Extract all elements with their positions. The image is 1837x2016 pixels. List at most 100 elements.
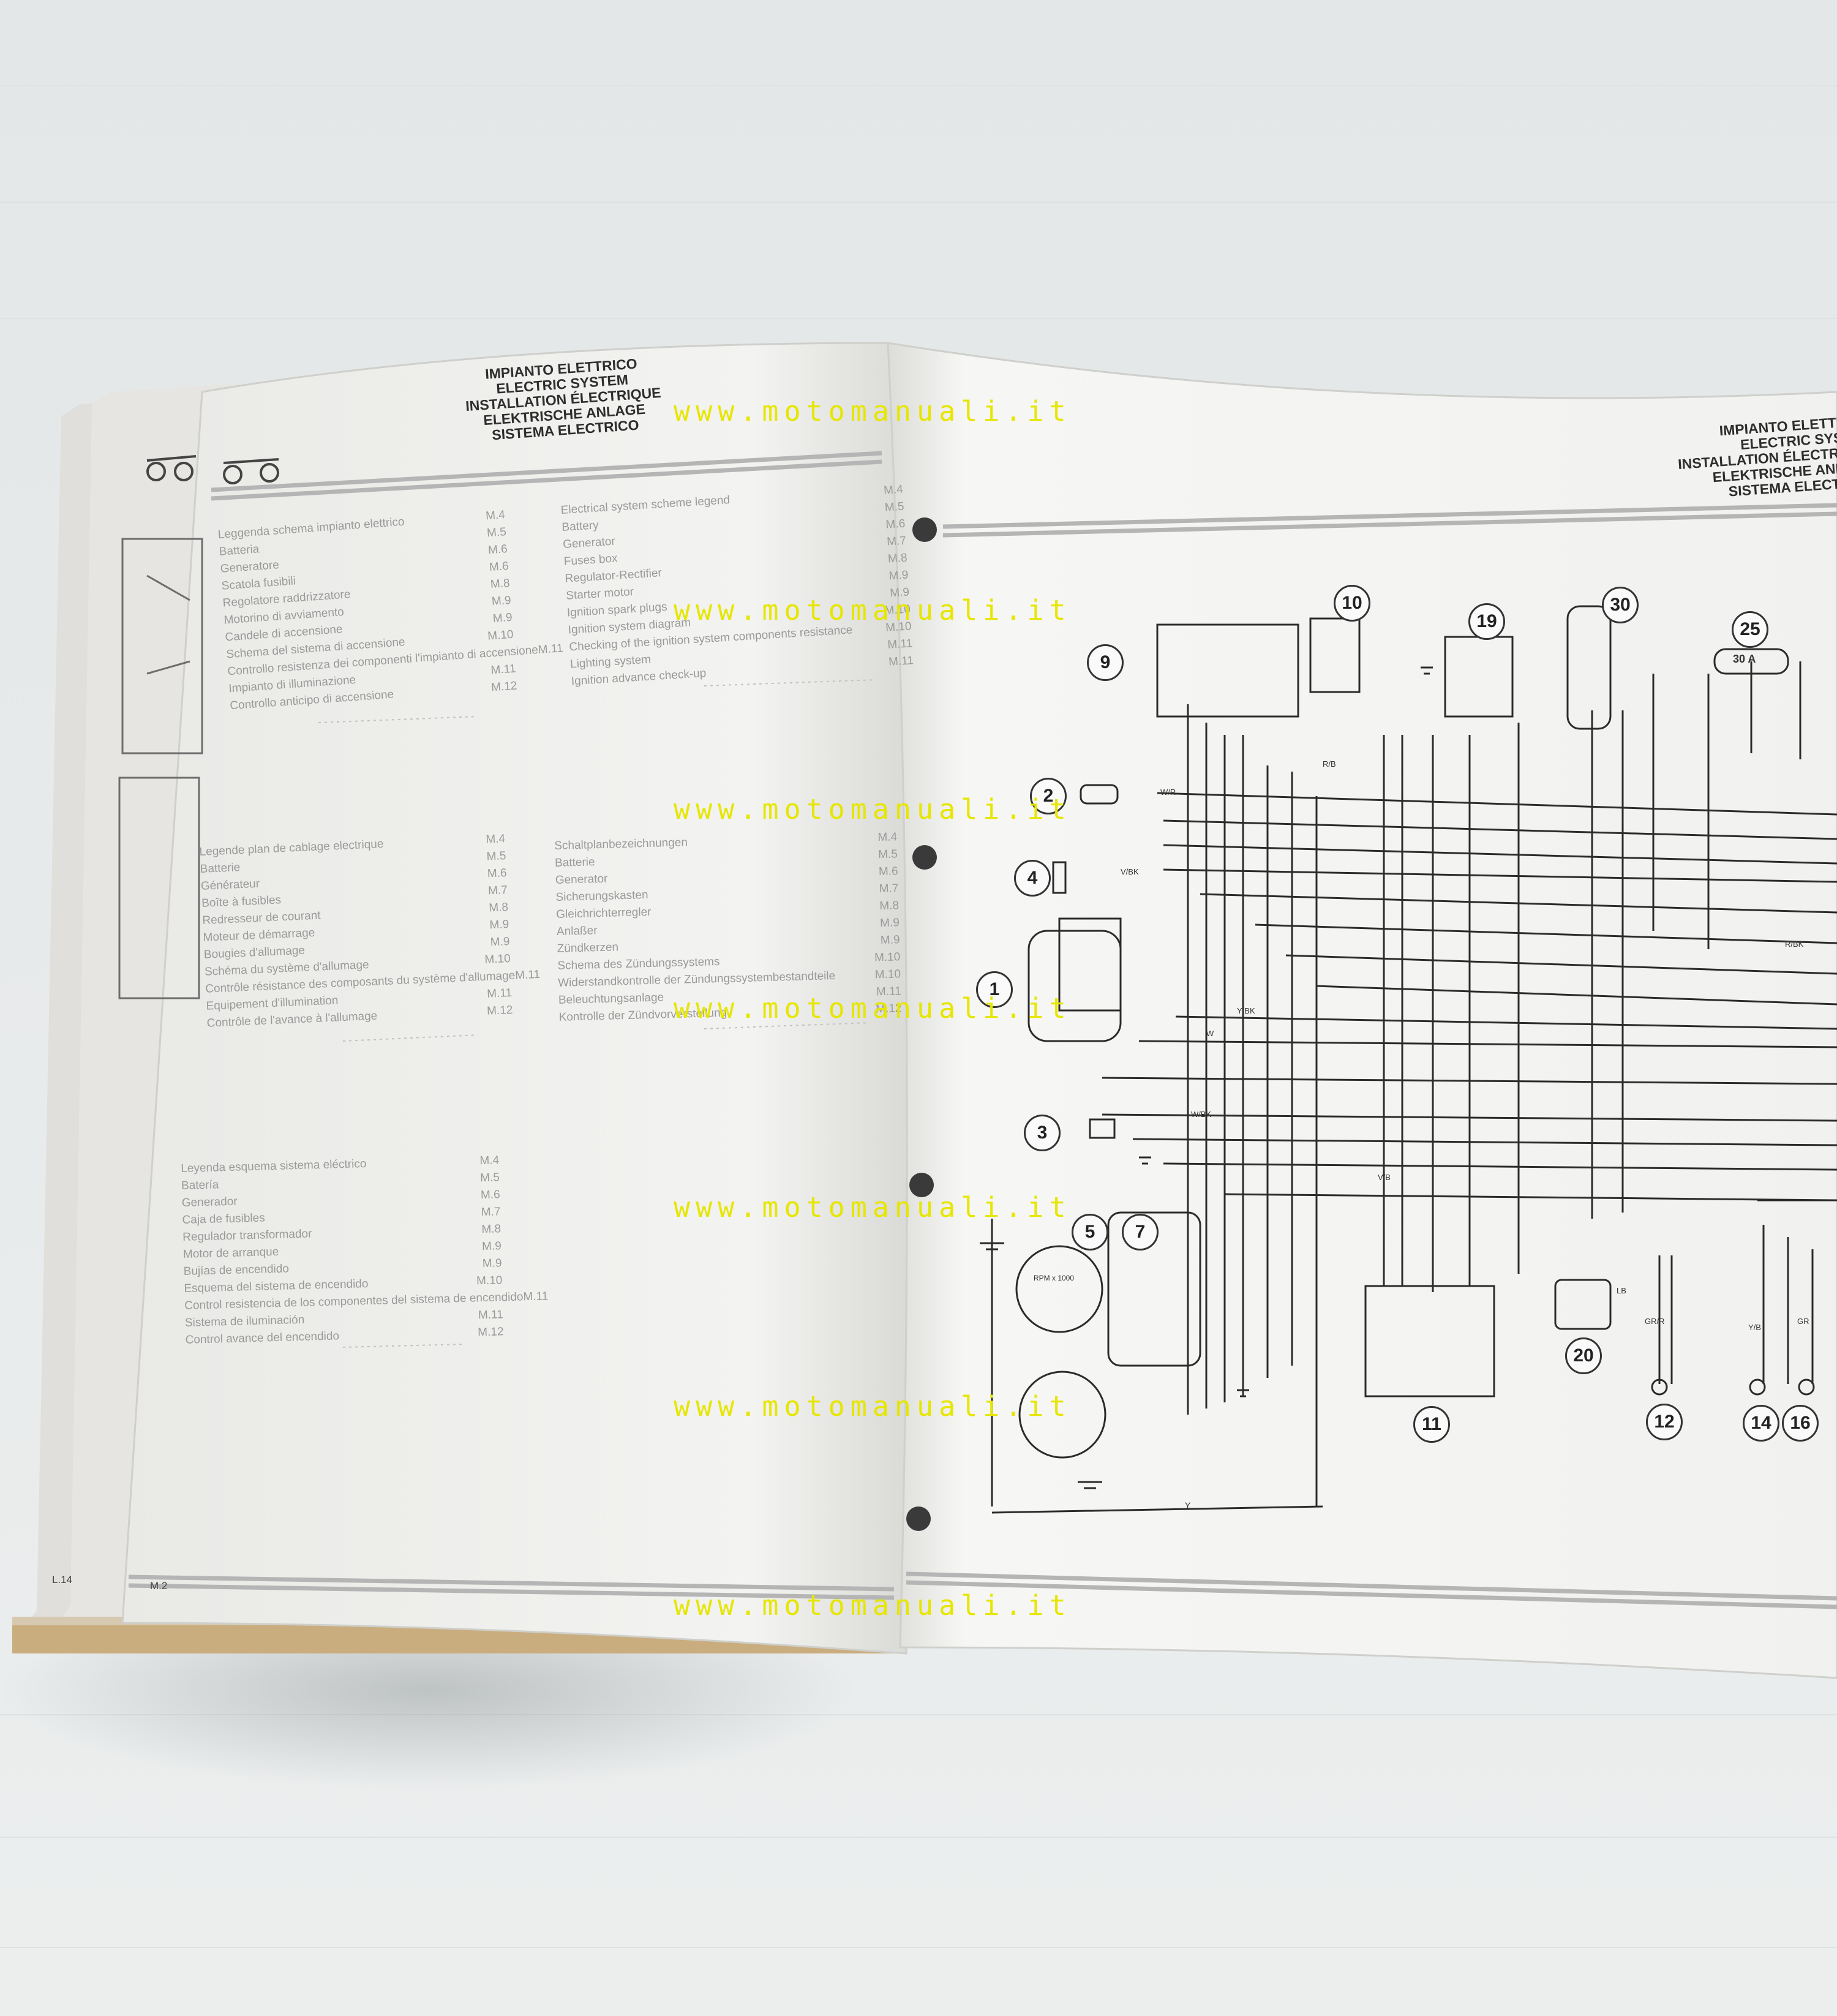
wire-label: Y/B: [1748, 1323, 1761, 1332]
legend-page-ref: M.4: [485, 508, 506, 523]
component-11: 11: [1413, 1406, 1450, 1443]
legend-page-ref: M.9: [482, 1257, 502, 1271]
legend-page-ref: M.12: [486, 1003, 513, 1018]
legend-label: Battery: [561, 519, 599, 534]
right-page-header: IMPIANTO ELETTRICO ELECTRIC SYSTEM INSTA…: [1675, 412, 1837, 503]
legend-label: Motor de arranque: [182, 1245, 279, 1261]
left-page-header: IMPIANTO ELETTRICO ELECTRIC SYSTEM INSTA…: [463, 355, 664, 445]
legend-page-ref: M.11: [490, 662, 517, 677]
legend-label: Anlaßer: [556, 924, 598, 938]
legend-page-ref: M.9: [491, 593, 512, 609]
page-number: M.2: [150, 1580, 168, 1592]
component-30: 30: [1602, 587, 1639, 623]
component-19: 19: [1468, 603, 1505, 640]
wire-label: LB: [1617, 1286, 1626, 1295]
legend-page-ref: M.12: [477, 1325, 504, 1339]
legend-page-ref: M.11: [523, 1290, 549, 1304]
component-3: 3: [1024, 1115, 1061, 1151]
legend-page-ref: M.5: [884, 500, 905, 514]
legend-page-ref: M.11: [478, 1308, 504, 1322]
wire-label: Y/BK: [1237, 1006, 1255, 1015]
legend-page-ref: M.10: [476, 1274, 503, 1288]
legend-page-ref: M.5: [479, 1171, 500, 1185]
under-page-number: L.14: [52, 1574, 73, 1585]
legend-page-ref: M.9: [490, 935, 510, 949]
legend-page-ref: M.6: [487, 543, 508, 557]
legend-label: Zündkerzen: [557, 941, 619, 955]
wire-label: R/BK: [1785, 939, 1804, 949]
right-page: [887, 342, 1837, 1679]
wire-label: V/B: [1378, 1173, 1391, 1182]
legend-page-ref: M.6: [878, 865, 898, 879]
legend-page-ref: M.7: [886, 534, 907, 549]
legend-page-ref: M.8: [887, 551, 908, 566]
legend-page-ref: M.5: [486, 525, 507, 540]
legend-page-ref: M.11: [888, 654, 914, 669]
watermark: www.motomanuali.it: [674, 793, 1072, 826]
component-20: 20: [1565, 1337, 1602, 1374]
legend-page-ref: M.11: [486, 986, 513, 1001]
legend-page-ref: M.4: [479, 1154, 500, 1168]
legend-page-ref: M.9: [481, 1239, 502, 1254]
legend-page-ref: M.5: [486, 849, 506, 863]
legend-page-ref: M.7: [481, 1205, 501, 1219]
legend-label: Generador: [181, 1195, 238, 1209]
legend-page-ref: M.7: [879, 882, 899, 896]
legend-page-ref: M.8: [488, 901, 509, 915]
component-16: 16: [1782, 1405, 1819, 1442]
legend-page-ref: M.4: [877, 830, 898, 844]
watermark: www.motomanuali.it: [674, 1589, 1072, 1622]
component-12: 12: [1646, 1404, 1683, 1440]
legend-page-ref: M.6: [480, 1188, 500, 1202]
legend-page-ref: M.9: [880, 933, 900, 947]
legend-page-ref: M.6: [885, 517, 906, 532]
watermark: www.motomanuali.it: [674, 1390, 1072, 1423]
component-1: 1: [976, 971, 1013, 1008]
legend-label: Batería: [181, 1178, 219, 1192]
component-4: 4: [1014, 860, 1051, 897]
legend-page-ref: M.7: [487, 884, 508, 898]
legend-page-ref: M.8: [879, 899, 900, 913]
wire-label: W/R: [1160, 788, 1176, 797]
component-7: 7: [1122, 1214, 1159, 1251]
legend-page-ref: M.10: [874, 950, 901, 965]
legend-page-ref: M.5: [877, 848, 898, 862]
rpm-gauge-label: RPM x 1000: [1034, 1274, 1075, 1282]
legend-page-ref: M.9: [489, 918, 509, 932]
wire-label: W: [1206, 1029, 1214, 1038]
wire-label: GR/R: [1645, 1317, 1665, 1326]
wire-label: Y: [1185, 1500, 1191, 1510]
legend-label: Sicherungskasten: [555, 889, 648, 904]
wire-label: R/B: [1323, 759, 1336, 769]
legend-page-ref: M.8: [481, 1222, 502, 1236]
legend-page-ref: M.9: [492, 611, 513, 625]
legend-page-ref: M.8: [490, 576, 511, 592]
watermark: www.motomanuali.it: [674, 1191, 1072, 1224]
watermark: www.motomanuali.it: [674, 992, 1072, 1025]
wire-label: W/BK: [1191, 1110, 1212, 1119]
watermark: www.motomanuali.it: [674, 594, 1072, 626]
legend-label: Caja de fusibles: [182, 1211, 265, 1227]
legend-label: Générateur: [200, 877, 260, 893]
component-14: 14: [1743, 1405, 1779, 1442]
legend-label: Gleichrichterregler: [556, 905, 652, 921]
legend-label: Schaltplanbezeichnungen: [554, 836, 688, 852]
legend-label: Bujías de encendido: [183, 1262, 290, 1278]
legend-label: Beleuchtungsanlage: [558, 991, 664, 1007]
legend-page-ref: M.11: [514, 968, 541, 982]
wire-label: GR: [1797, 1317, 1809, 1326]
legend-label: Batterie: [200, 861, 241, 876]
legend-page-ref: M.4: [883, 483, 904, 497]
legend-label: Generator: [555, 872, 608, 887]
legend-page-ref: M.6: [489, 560, 509, 574]
wiring-diagram: [980, 605, 1837, 1514]
legend-page-ref: M.11: [538, 642, 564, 656]
component-9: 9: [1087, 644, 1124, 681]
legend-page-ref: M.9: [888, 568, 909, 583]
